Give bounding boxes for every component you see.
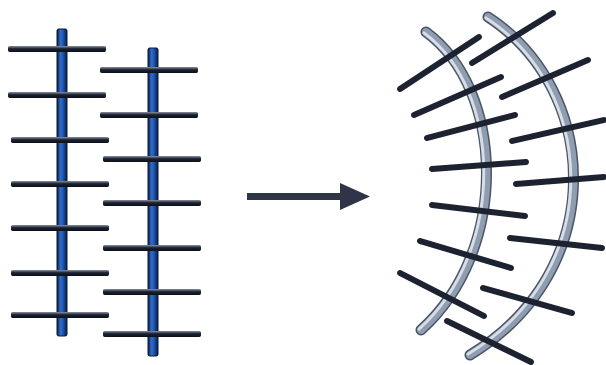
curved-rung — [502, 60, 588, 97]
straight-rung — [103, 289, 201, 295]
curved-rung — [414, 77, 501, 115]
arrow-shaft — [247, 193, 345, 200]
curved-rung — [516, 177, 604, 184]
straight-rung — [11, 312, 109, 318]
straight-rung — [11, 270, 109, 276]
arrow-head — [340, 183, 370, 210]
curved-ladder-group — [400, 13, 604, 362]
straight-rung — [11, 181, 109, 187]
transform-arrow — [247, 183, 370, 210]
straight-rung — [103, 331, 201, 337]
curved-rung — [447, 321, 531, 362]
straight-rung — [11, 137, 109, 143]
straight-rung — [11, 225, 109, 231]
straight-rung — [103, 156, 201, 162]
straight-rung — [100, 67, 198, 73]
curved-rung — [427, 115, 515, 138]
straight-rung — [8, 92, 106, 98]
straight-rung — [100, 112, 198, 118]
straight-rung — [103, 200, 201, 206]
straight-rung — [103, 245, 201, 251]
curved-rung — [512, 120, 604, 141]
straight-ladder-group — [8, 29, 201, 356]
straight-rung — [8, 46, 106, 52]
curved-rung — [432, 162, 526, 169]
